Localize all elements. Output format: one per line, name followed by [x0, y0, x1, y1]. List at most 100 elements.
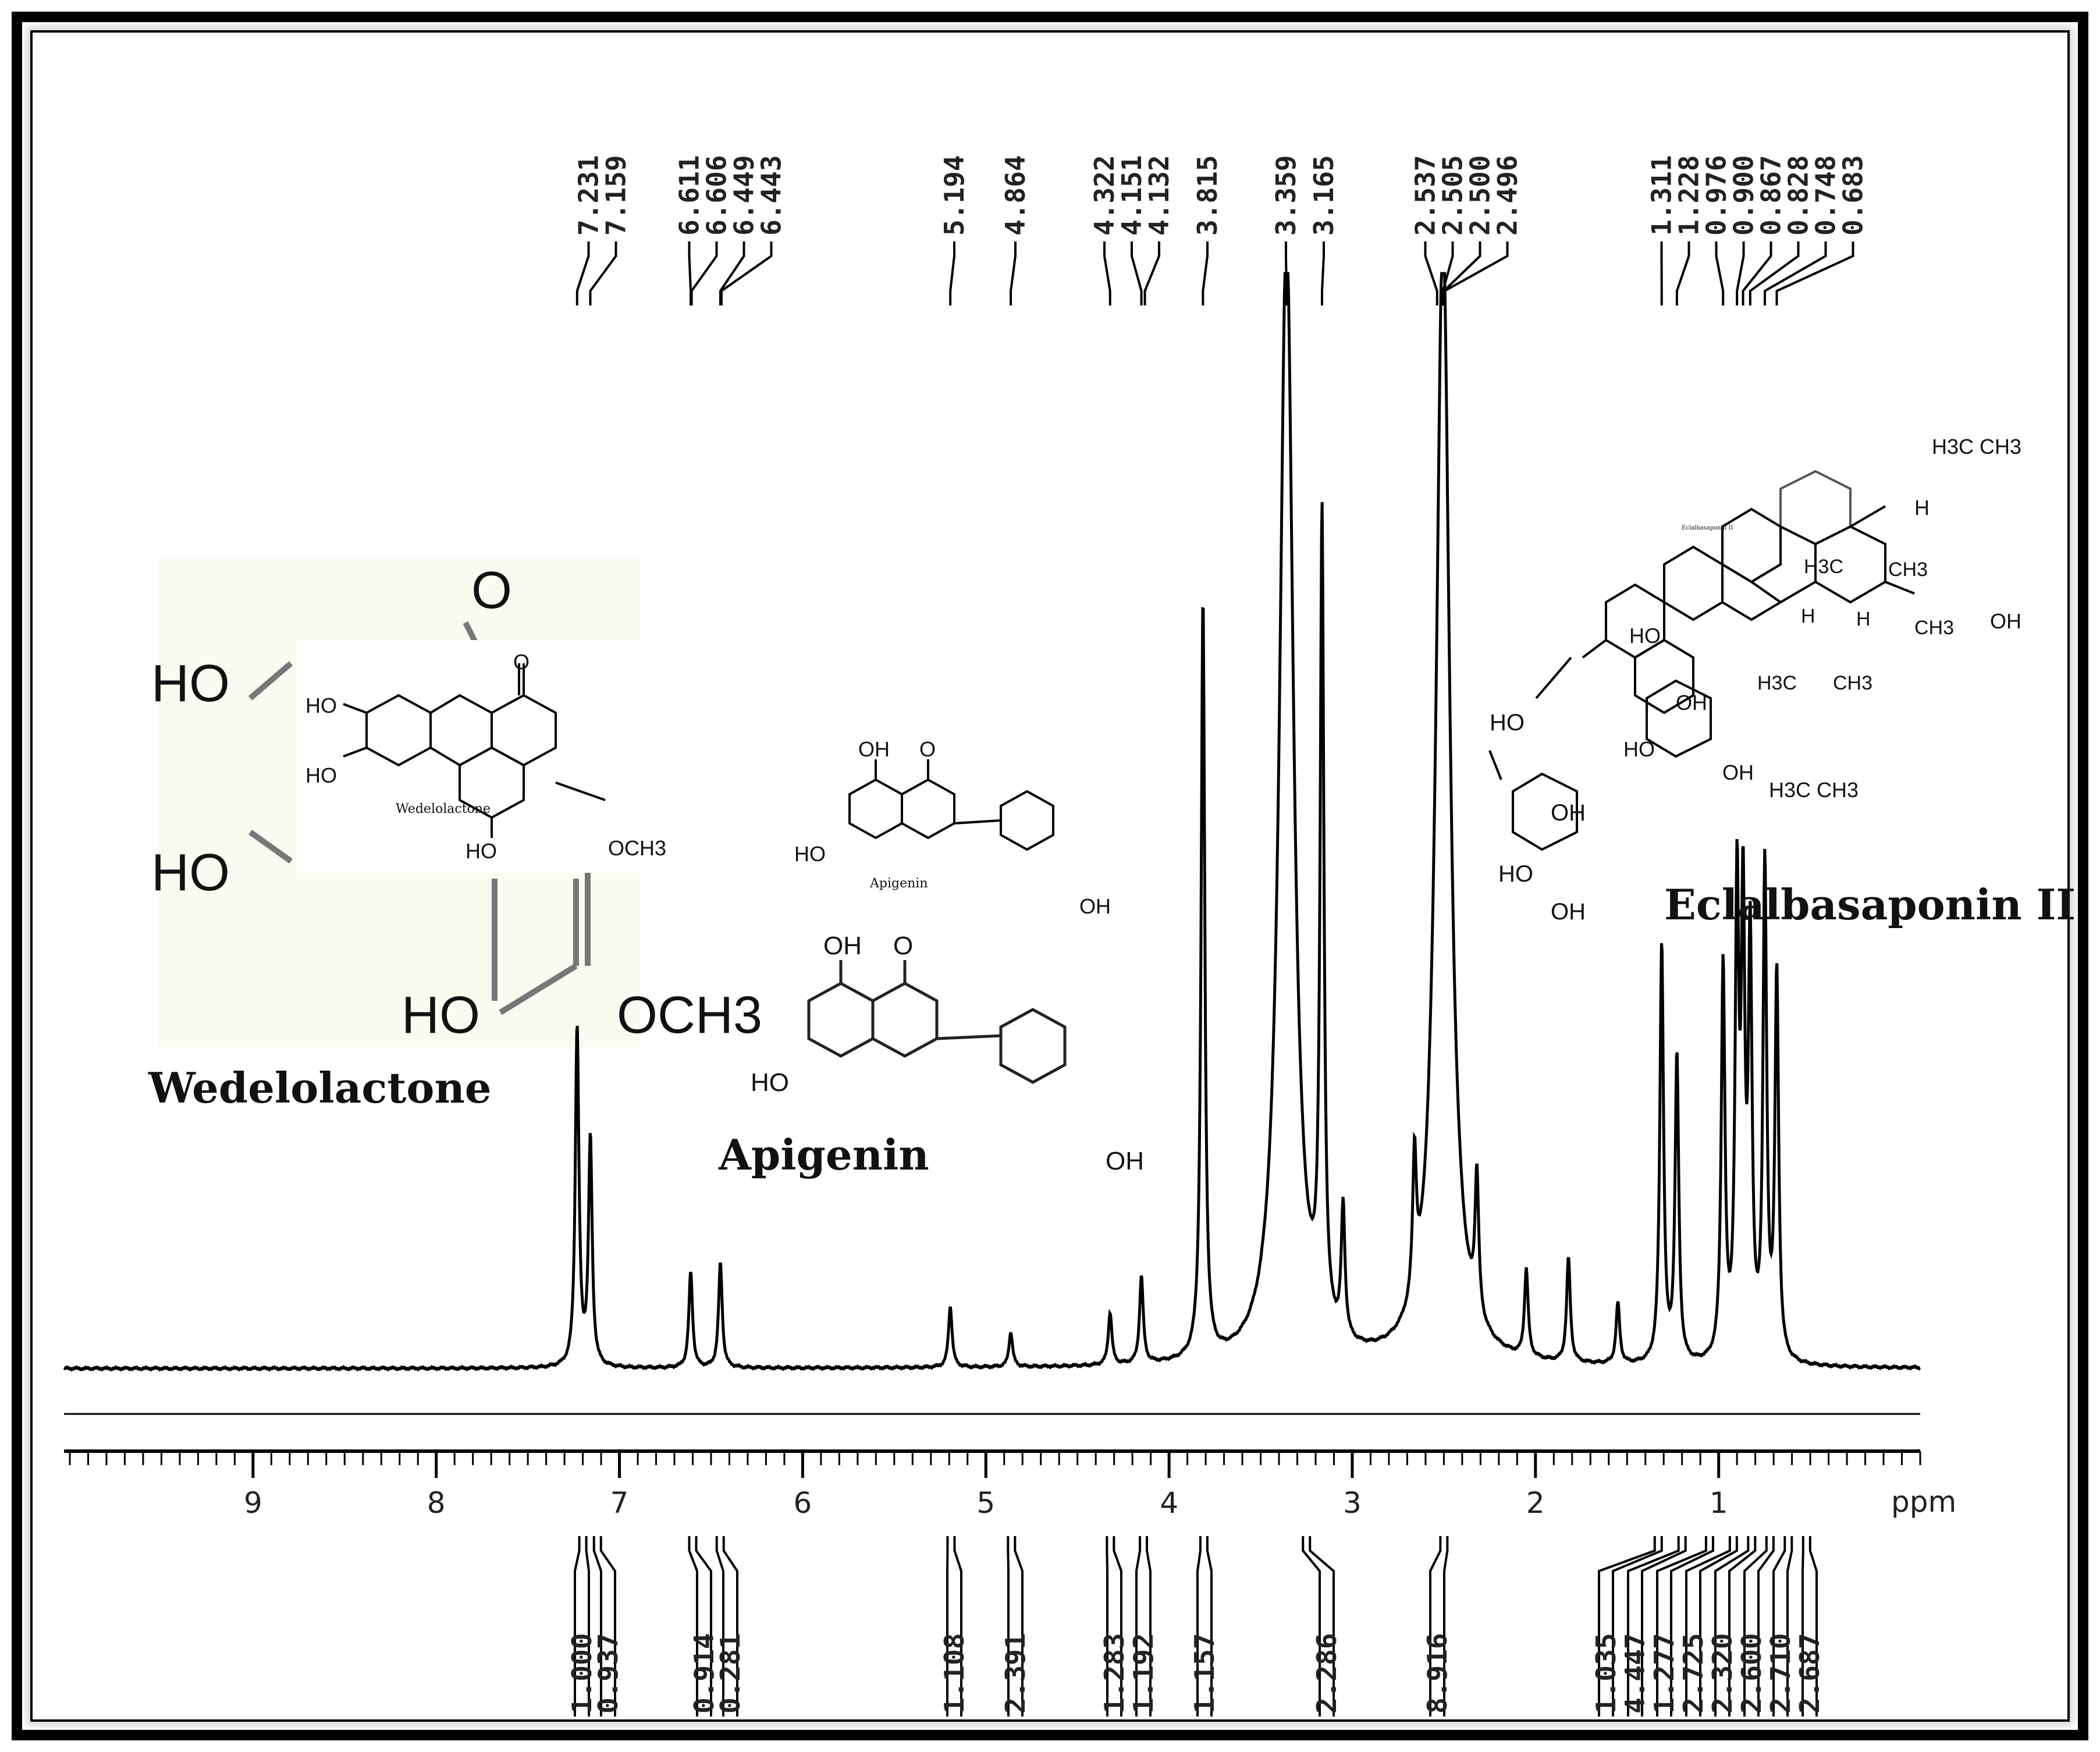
eclalbasaponin-oh-5: OH [1551, 899, 1586, 925]
eclalbasaponin-bonds [1488, 470, 1915, 851]
eclalbasaponin-h3c-ch3-top: H3C CH3 [1932, 435, 2021, 459]
apigenin-small-ho: HO [794, 842, 826, 866]
tick-label: 4 [1160, 1486, 1178, 1520]
tick-label: 7 [610, 1486, 629, 1520]
apigenin-small-oh-top: OH [858, 737, 890, 761]
apigenin-large-ho: HO [751, 1068, 789, 1097]
apigenin-name: Apigenin [718, 1130, 929, 1179]
integral-bracket [946, 1536, 962, 1717]
tick-label: 1 [1710, 1486, 1728, 1520]
peak-label: 0.900 [1728, 155, 1760, 236]
peak-label-connector [1715, 241, 1725, 305]
eclalbasaponin-h3c-1: H3C [1804, 556, 1843, 578]
peak-label: 0.867 [1756, 155, 1787, 236]
eclalbasaponin-h-2: H [1801, 605, 1815, 627]
wedelolactone-large-ho-1: HO [151, 655, 230, 713]
wedelolactone-small-caption: Wedelolactone [396, 802, 491, 816]
integral-label: 1.035 [1590, 1633, 1622, 1714]
peak-label: 3.165 [1308, 155, 1339, 236]
integral-bracket [1656, 1536, 1714, 1717]
integral-label: 1.108 [939, 1633, 970, 1714]
apigenin-large-o: O [893, 932, 913, 960]
integral-bracket [1714, 1536, 1757, 1717]
integral-bracket [1772, 1536, 1793, 1717]
peak-label-connector [1443, 241, 1509, 305]
tick-label: 5 [976, 1486, 995, 1520]
tick-label: 9 [244, 1486, 262, 1520]
integral-label: 1.283 [1099, 1633, 1130, 1714]
peak-label: 7.159 [600, 155, 632, 236]
peak-label-connector [575, 241, 590, 305]
tick-label: 2 [1526, 1486, 1545, 1520]
eclalbasaponin-ch3-3: CH3 [1833, 672, 1872, 694]
eclalbasaponin-ho-2: HO [1623, 737, 1655, 761]
peak-label: 4.151 [1116, 155, 1147, 236]
eclalbasaponin-h-1: H [1914, 496, 1930, 520]
apigenin-small-oh-right: OH [1079, 894, 1111, 918]
peak-label: 2.505 [1437, 155, 1469, 236]
apigenin-small-o: O [919, 737, 936, 761]
integral-bracket [1007, 1536, 1024, 1717]
peak-label: 5.194 [939, 155, 970, 236]
integral-label: 2.710 [1765, 1633, 1796, 1714]
eclalbasaponin-ch3-1: CH3 [1888, 559, 1928, 581]
eclalbasaponin-h-3: H [1856, 608, 1871, 630]
integral-bracket [1302, 1536, 1335, 1717]
peak-label: 3.359 [1270, 155, 1302, 236]
apigenin-large-oh-top: OH [823, 932, 862, 960]
integral-label: 1.000 [566, 1633, 598, 1714]
integral-bracket [1135, 1536, 1152, 1717]
wedelolactone-small-ho-3: HO [466, 839, 497, 863]
peak-label-connector [1749, 241, 1800, 305]
peak-label-connector [1285, 241, 1288, 305]
apigenin-structure: OH O HO OH Apigenin OH O HO OH Apigenin [718, 737, 1144, 1179]
peak-label: 4.864 [1000, 155, 1031, 236]
wedelolactone-large-o: O [471, 562, 512, 620]
spectrum-trace [63, 272, 1921, 1372]
integral-label: 2.391 [1000, 1633, 1031, 1714]
peak-label: 3.815 [1192, 155, 1223, 236]
integral-label: 0.937 [592, 1633, 624, 1714]
wedelolactone-small-ho-2: HO [305, 763, 337, 787]
inner-border [30, 30, 2070, 1722]
peak-label: 6.443 [756, 155, 787, 236]
peak-label: 0.683 [1838, 155, 1869, 236]
integral-label: 8.916 [1422, 1633, 1453, 1714]
eclalbasaponin-h3c-ch3-bottom: H3C CH3 [1769, 778, 1859, 802]
integral-label: 0.914 [688, 1633, 720, 1714]
integral-bracket [1196, 1536, 1213, 1717]
eclalbasaponin-h3c-2: H3C [1757, 672, 1797, 694]
tick-label: 8 [427, 1486, 446, 1520]
integral-label: 2.600 [1736, 1633, 1767, 1714]
integral-label: 2.320 [1707, 1633, 1738, 1714]
peak-label-connector [1775, 241, 1854, 305]
integral-label: 2.725 [1678, 1633, 1709, 1714]
eclalbasaponin-ho-4: HO [1498, 861, 1533, 887]
wedelolactone-large-och3: OCH3 [617, 986, 762, 1044]
eclalbasaponin-oh-2: OH [1676, 691, 1707, 715]
peak-label-connector [1424, 241, 1438, 305]
integral-bracket [1627, 1536, 1687, 1717]
peak-label-connector [1736, 241, 1745, 305]
apigenin-small-bonds [848, 759, 1054, 851]
integral-bracket [1743, 1536, 1775, 1717]
peak-label-connector [690, 241, 718, 305]
tick-label: 6 [793, 1486, 812, 1520]
peak-label: 0.976 [1701, 155, 1732, 236]
integral-bracket [1801, 1536, 1818, 1717]
wedelolactone-small-o: O [513, 650, 530, 674]
outer-border [12, 12, 2088, 1740]
peak-label-connector [1764, 241, 1827, 305]
peak-label-connector [719, 241, 745, 305]
wedelolactone-large-ho-2: HO [151, 844, 230, 902]
integral-bracket [688, 1536, 712, 1717]
peak-label: 1.228 [1673, 155, 1705, 236]
eclalbasaponin-small-caption: Eclalbasaponin II [1682, 525, 1733, 531]
wedelolactone-small-ho-1: HO [305, 694, 337, 717]
wedelolactone-small-bonds [343, 663, 606, 838]
integral-label: 2.286 [1311, 1633, 1342, 1714]
